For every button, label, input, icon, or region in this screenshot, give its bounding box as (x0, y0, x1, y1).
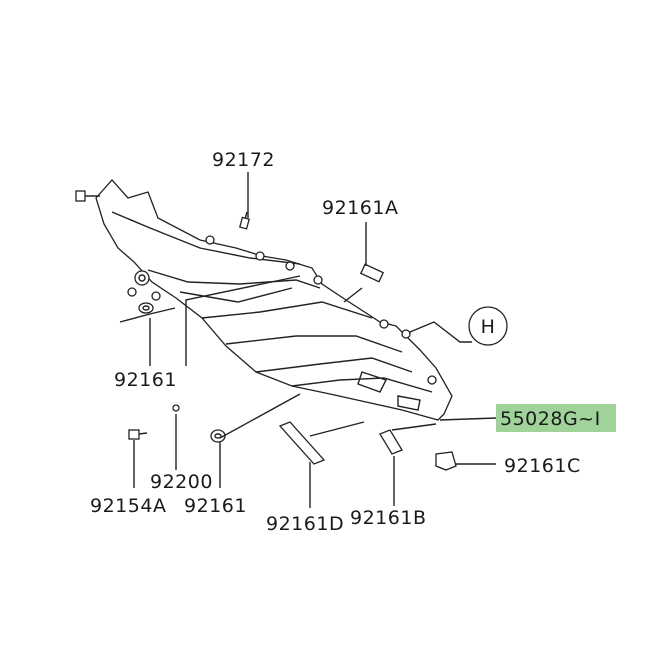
highlight-55028 (496, 404, 616, 432)
screw-92172[interactable] (239, 211, 250, 230)
callout-h-label: H (481, 316, 496, 338)
label-92161D[interactable]: 92161D (266, 513, 344, 535)
label-92200[interactable]: 92200 (150, 471, 213, 493)
label-92161B[interactable]: 92161B (350, 507, 426, 529)
label-92154A[interactable]: 92154A (90, 495, 166, 517)
label-92161A[interactable]: 92161A (322, 197, 398, 219)
label-92161-bottom[interactable]: 92161 (184, 495, 247, 517)
leader-lines (119, 172, 497, 508)
washer-92200[interactable] (172, 404, 180, 412)
clip-92161C[interactable] (435, 451, 457, 471)
strip-92161D[interactable] (278, 421, 326, 465)
label-92161C[interactable]: 92161C (504, 455, 581, 477)
strip-92161B[interactable] (379, 429, 403, 455)
label-92172[interactable]: 92172 (212, 149, 275, 171)
callout-h[interactable]: H (468, 306, 508, 346)
strip-92161A[interactable] (359, 263, 385, 283)
label-55028[interactable]: 55028G~I (500, 408, 601, 430)
label-92161-left[interactable]: 92161 (114, 369, 177, 391)
bolt-92154A[interactable] (128, 429, 148, 440)
under-cowl-panel[interactable] (95, 179, 453, 421)
grommet-92161-left[interactable] (138, 302, 154, 314)
screw-top-left[interactable] (75, 190, 100, 202)
